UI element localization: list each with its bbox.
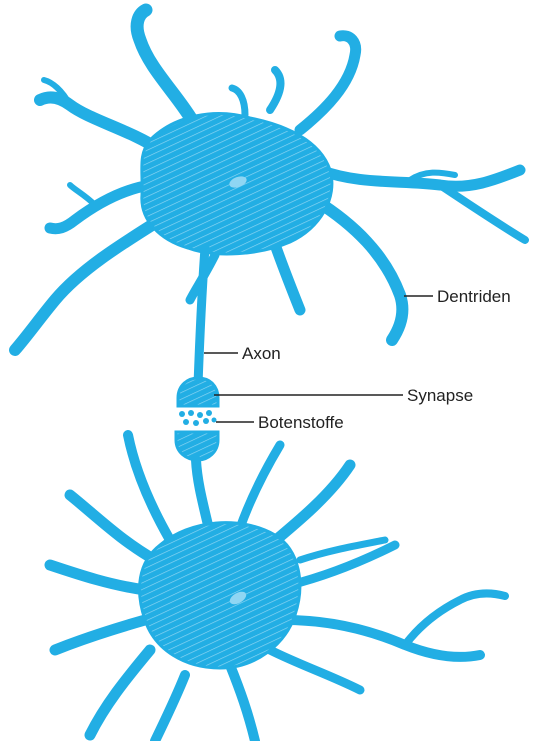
- dendrites-label: Dentriden: [437, 287, 511, 306]
- neurotransmitter-vesicles: [179, 410, 217, 426]
- axon: [198, 248, 205, 385]
- label-axon: Axon: [204, 344, 281, 363]
- label-neurotransmitters: Botenstoffe: [216, 413, 344, 432]
- lower-neuron: [50, 435, 505, 741]
- synapse-label: Synapse: [407, 386, 473, 405]
- presynaptic-terminal: [178, 378, 218, 406]
- synapse: [176, 378, 218, 525]
- label-synapse: Synapse: [214, 386, 473, 405]
- label-dendrites: Dentriden: [404, 287, 511, 306]
- neurotransmitters-label: Botenstoffe: [258, 413, 344, 432]
- axon-label: Axon: [242, 344, 281, 363]
- lower-neuron-cell-body: [140, 523, 300, 668]
